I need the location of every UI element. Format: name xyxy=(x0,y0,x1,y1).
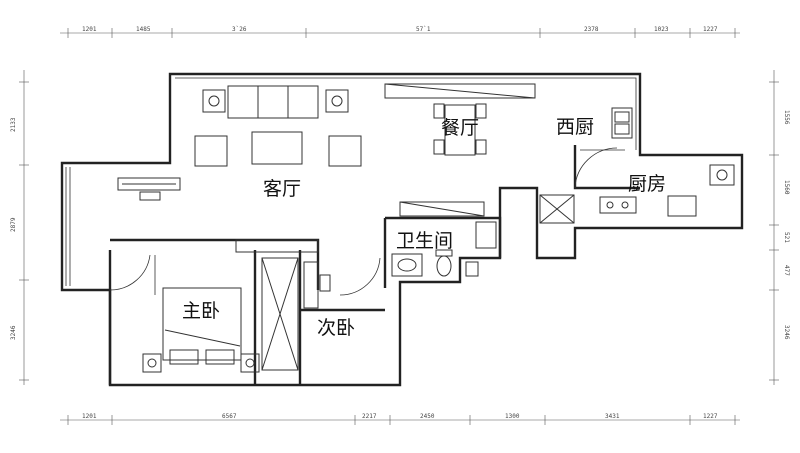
dim-bottom-6: 3431 xyxy=(605,413,620,420)
dim-bottom-2: 6567 xyxy=(222,413,237,420)
western-kitchen-sink xyxy=(611,107,633,139)
bathroom-fixtures xyxy=(391,201,497,277)
room-label-second-bedroom: 次卧 xyxy=(317,317,355,339)
dimension-labels-top: 1201 1485 3`26 57`1 2378 1023 1227 xyxy=(82,26,718,33)
dim-right-3: 521 xyxy=(783,232,790,243)
second-bedroom-furniture xyxy=(303,261,331,309)
dim-top-6: 1023 xyxy=(654,26,669,33)
dim-top-7: 1227 xyxy=(703,26,718,33)
room-label-dining: 餐厅 xyxy=(441,117,479,139)
dim-left-2: 2879 xyxy=(10,217,17,232)
dim-left-1: 2133 xyxy=(10,117,17,132)
dim-top-2: 1485 xyxy=(136,26,151,33)
dim-bottom-1: 1201 xyxy=(82,413,97,420)
dim-bottom-3: 2217 xyxy=(362,413,377,420)
dim-right-2: 1560 xyxy=(783,180,790,195)
room-labels: 客厅 餐厅 西厨 厨房 卫生间 主卧 次卧 xyxy=(182,116,666,339)
dim-bottom-5: 1300 xyxy=(505,413,520,420)
room-label-bathroom: 卫生间 xyxy=(396,230,453,252)
doors xyxy=(109,147,618,296)
dim-left-3: 3246 xyxy=(10,325,17,340)
dim-top-4: 57`1 xyxy=(416,26,431,33)
kitchen-counter xyxy=(539,164,735,224)
dim-top-3: 3`26 xyxy=(232,26,247,33)
dim-top-5: 2378 xyxy=(584,26,599,33)
dimension-lines xyxy=(19,28,779,425)
master-bedroom-furniture xyxy=(142,239,319,373)
dim-right-1: 1556 xyxy=(783,110,790,125)
dimension-labels-bottom: 1201 6567 2217 2450 1300 3431 1227 xyxy=(82,413,718,420)
dim-right-5: 3246 xyxy=(783,325,790,340)
room-label-kitchen: 厨房 xyxy=(628,173,666,195)
dining-table xyxy=(384,83,536,156)
dim-bottom-4: 2450 xyxy=(420,413,435,420)
room-label-master-bedroom: 主卧 xyxy=(182,300,220,322)
sofa-group xyxy=(194,85,362,167)
dimension-labels-right: 1556 1560 521 477 3246 xyxy=(783,110,790,340)
room-label-western-kitchen: 西厨 xyxy=(556,116,594,138)
dim-bottom-7: 1227 xyxy=(703,413,718,420)
dim-top-1: 1201 xyxy=(82,26,97,33)
tv-cabinet xyxy=(117,177,181,201)
dimension-labels-left: 2133 2879 3246 xyxy=(10,117,17,340)
dim-right-4: 477 xyxy=(783,265,790,276)
room-label-living: 客厅 xyxy=(263,178,301,200)
